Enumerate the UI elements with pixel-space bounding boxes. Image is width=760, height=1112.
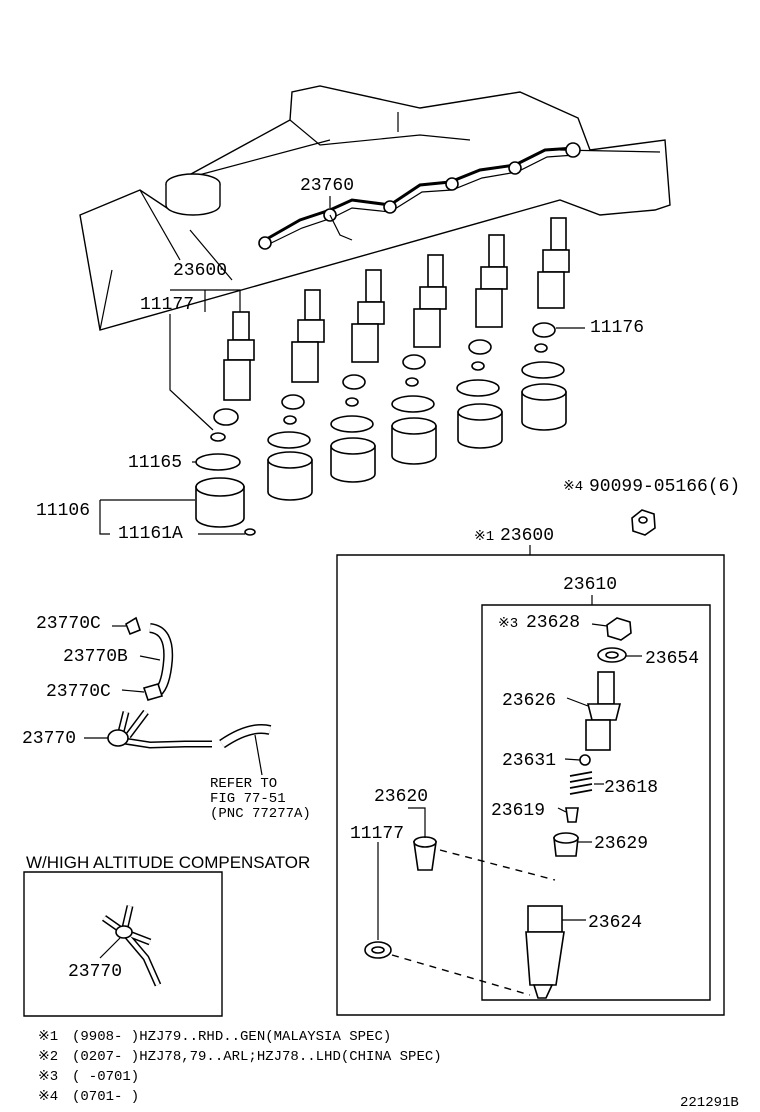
engine-head-outline [79,85,671,331]
injector-5 [456,234,508,449]
label-pipe-23770: 23770 [22,729,76,749]
label-ball-23631: 23631 [502,751,556,771]
label-clamp-23770c-bottom: 23770C [46,682,111,702]
fuel-injection-pipe [258,142,581,250]
label-altitude-pipe: 23770 [68,962,122,982]
label-pin-23619: 23619 [491,801,545,821]
note-2-mark: ※2 [38,1049,58,1065]
nozzle-assy-box [336,545,725,1016]
note-1-text: (9908- )HZJ79..RHD..GEN(MALAYSIA SPEC) [72,1029,391,1045]
label-seat-11176: 11176 [590,318,644,338]
altitude-box [23,871,223,1017]
label-nozzle-tip-23624: 23624 [588,913,642,933]
injector-2 [267,289,325,501]
note-4-mark: ※4 [38,1089,58,1105]
label-nozzle-assy-box: 23600 [500,526,554,546]
hose-group [84,616,272,776]
label-washer-11177-box: 11177 [350,824,404,844]
label-holder-11106: 11106 [36,501,90,521]
injector-3 [330,269,385,483]
note-4-text: (0701- ) [72,1089,139,1105]
injector-4 [391,254,447,465]
label-nozzle-assy-top: 23600 [173,261,227,281]
injector-6 [521,217,570,431]
label-altitude-title: W/HIGH ALTITUDE COMPENSATOR [26,853,310,872]
top-leaders [99,196,585,535]
part-labels: 23760 23600 11177 11176 11165 11106 1116… [22,176,740,982]
note-3-mark: ※3 [38,1069,58,1085]
label-nozzle-assy-box-mark: ※1 [474,529,494,545]
note-3-text: ( -0701) [72,1069,139,1085]
hex-nut-90099 [631,509,656,536]
label-refer-line1: REFER TO [210,776,277,792]
figure-code: 221291B [680,1095,739,1111]
note-1-mark: ※1 [38,1029,58,1045]
label-hose-23770b: 23770B [63,647,128,667]
label-washer-11177: 11177 [140,295,194,315]
label-spring-23618: 23618 [604,778,658,798]
injector-1 [210,311,255,442]
label-holder-body-23610: 23610 [563,575,617,595]
note-2-text: (0207- )HZJ78,79..ARL;HZJ78..LHD(CHINA S… [72,1049,442,1065]
label-refer-line2: FIG 77-51 [210,791,286,807]
label-nut-23628: 23628 [526,613,580,633]
label-body-23626: 23626 [502,691,556,711]
label-fuel-pipe: 23760 [300,176,354,196]
label-nozzle-23620: 23620 [374,787,428,807]
label-clamp-23770c-top: 23770C [36,614,101,634]
label-washer-23654: 23654 [645,649,699,669]
front-holder [195,453,256,536]
label-retainer-23629: 23629 [594,834,648,854]
label-ring-11161a: 11161A [118,524,183,544]
injector-row [195,217,570,536]
label-nut-90099: 90099-05166(6) [589,477,740,497]
label-gasket-11165: 11165 [128,453,182,473]
label-nut-23628-mark: ※3 [498,616,518,632]
label-refer-line3: (PNC 77277A) [210,806,311,822]
label-nut-90099-mark: ※4 [563,479,583,495]
footnotes: ※1 (9908- )HZJ79..RHD..GEN(MALAYSIA SPEC… [38,1029,739,1111]
nozzle-exploded [364,617,642,999]
